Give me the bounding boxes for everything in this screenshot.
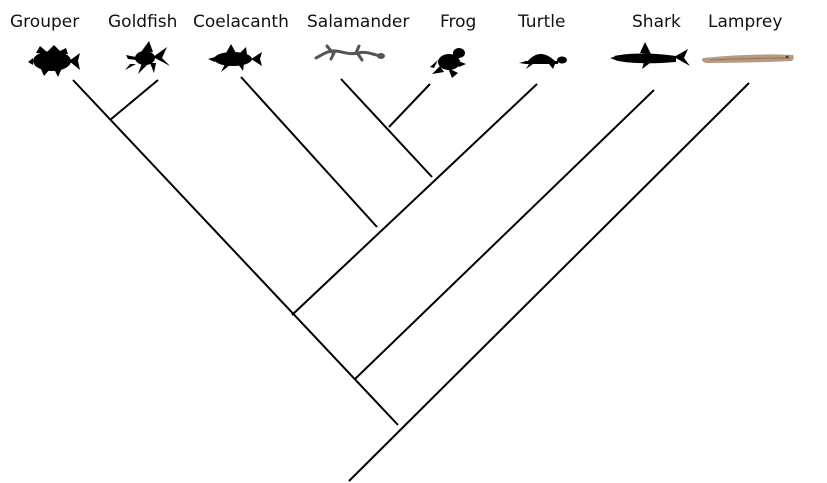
taxon-label-grouper: Grouper bbox=[10, 12, 79, 32]
taxon-label-lamprey: Lamprey bbox=[708, 12, 782, 32]
branch-turtle bbox=[291, 83, 538, 316]
taxon-label-shark: Shark bbox=[632, 12, 681, 32]
branch-grouper-spine bbox=[72, 79, 399, 426]
taxon-label-coelacanth: Coelacanth bbox=[193, 12, 289, 32]
lamprey-photo-icon bbox=[702, 54, 794, 63]
taxon-label-goldfish: Goldfish bbox=[108, 12, 177, 32]
branch-root-to-lamprey bbox=[348, 82, 750, 482]
branch-coelacanth bbox=[240, 76, 378, 228]
taxon-icons bbox=[28, 41, 794, 78]
turtle-silhouette-icon bbox=[519, 54, 567, 69]
taxon-labels: Grouper Goldfish Coelacanth Salamander F… bbox=[10, 12, 782, 32]
branch-frog bbox=[388, 83, 431, 128]
grouper-silhouette-icon bbox=[28, 45, 80, 77]
shark-silhouette-icon bbox=[610, 42, 690, 69]
taxon-label-turtle: Turtle bbox=[517, 12, 565, 32]
tree-branches bbox=[72, 76, 750, 482]
salamander-silhouette-icon bbox=[314, 44, 385, 62]
taxon-label-salamander: Salamander bbox=[307, 12, 409, 32]
branch-salamander bbox=[340, 78, 433, 178]
branch-shark bbox=[354, 89, 655, 380]
frog-silhouette-icon bbox=[430, 48, 466, 78]
coelacanth-silhouette-icon bbox=[208, 44, 262, 72]
branch-goldfish bbox=[109, 79, 159, 121]
taxon-label-frog: Frog bbox=[440, 12, 476, 32]
goldfish-silhouette-icon bbox=[125, 41, 170, 74]
